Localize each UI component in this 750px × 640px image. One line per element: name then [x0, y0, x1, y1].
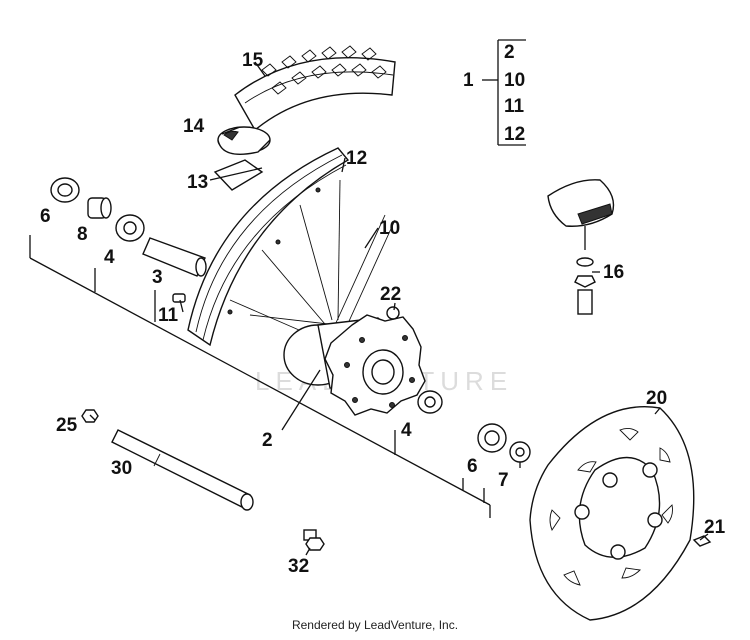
bearing-left — [115, 214, 145, 242]
label-12: 12 — [346, 148, 367, 169]
label-2: 2 — [262, 430, 273, 451]
label-10: 10 — [379, 218, 400, 239]
label-25: 25 — [56, 415, 78, 436]
nut-25 — [81, 409, 99, 423]
label-6-right: 6 — [467, 456, 478, 477]
label-32: 32 — [288, 556, 309, 577]
spacer-8 — [87, 197, 112, 219]
bearing-right — [417, 390, 443, 414]
seal-6-right — [477, 423, 507, 453]
screw-21 — [692, 535, 712, 547]
rim-tape-illustration — [213, 159, 264, 191]
tire-illustration — [234, 45, 396, 132]
label-4-left: 4 — [104, 247, 115, 268]
label-8: 8 — [77, 224, 88, 245]
label-15: 15 — [242, 50, 264, 71]
nut-22 — [386, 306, 400, 320]
label-3: 3 — [152, 267, 163, 288]
bolt-32 — [303, 529, 325, 551]
bracket-item-12: 12 — [504, 124, 525, 145]
bracket-item-2: 2 — [504, 42, 515, 63]
credit-text: Rendered by LeadVenture, Inc. — [291, 618, 459, 632]
rim-illustration — [187, 147, 350, 347]
hub-illustration — [283, 314, 426, 416]
label-30: 30 — [111, 458, 132, 479]
label-11: 11 — [158, 305, 179, 326]
bracket-item-10: 10 — [504, 70, 525, 91]
bracket-item-11: 11 — [504, 96, 525, 117]
label-20: 20 — [646, 388, 667, 409]
spacer-7 — [509, 441, 531, 463]
spokes-illustration — [229, 179, 396, 341]
brake-disc-20 — [529, 406, 695, 621]
axle-30 — [111, 429, 254, 511]
label-14: 14 — [183, 116, 205, 137]
rim-lock-illustration — [547, 179, 615, 315]
nipple-11 — [172, 293, 186, 303]
label-21: 21 — [704, 517, 726, 538]
distance-sleeve-3 — [142, 237, 207, 277]
leader-lines — [29, 39, 709, 556]
label-22: 22 — [380, 284, 401, 305]
label-4-right: 4 — [401, 420, 412, 441]
label-6-left: 6 — [40, 206, 51, 227]
seal-6-left — [50, 177, 80, 203]
label-13: 13 — [187, 172, 208, 193]
label-1: 1 — [463, 70, 474, 91]
tube-illustration — [217, 126, 271, 155]
label-7: 7 — [498, 470, 509, 491]
label-16: 16 — [603, 262, 624, 283]
